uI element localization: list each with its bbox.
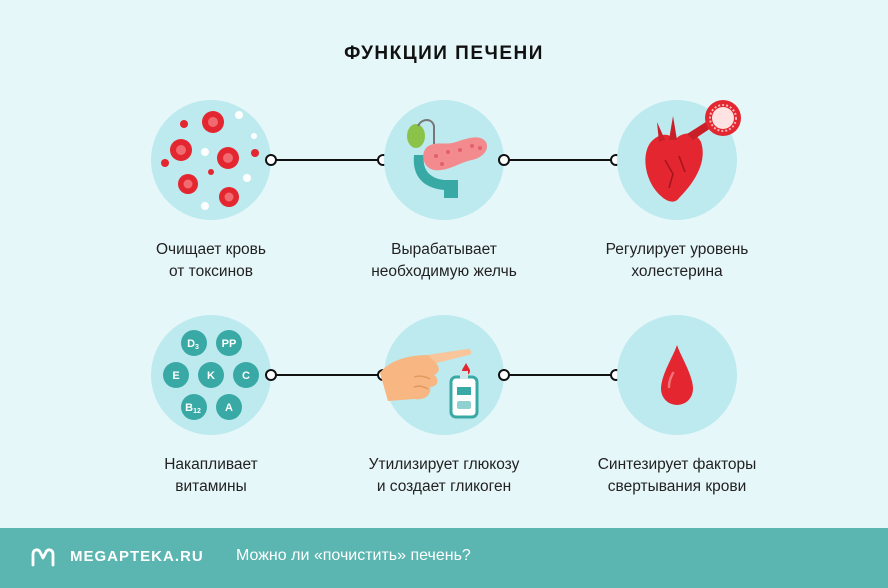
connector-3: [265, 369, 389, 381]
liver-gallbladder-circle: [384, 100, 504, 220]
glucose-meter-icon: [380, 349, 479, 419]
vitamin-d3-label: D3: [187, 338, 199, 351]
brand-name[interactable]: MEGAPTEKA.RU: [70, 548, 204, 565]
article-link[interactable]: Можно ли «почистить» печень?: [236, 547, 471, 564]
blood-cells-circle: [151, 100, 271, 220]
label-synthesizes-clotting: Синтезирует факторы свертывания крови: [597, 456, 757, 495]
label-regulates-cholesterol: Регулирует уровень холестерина: [605, 241, 749, 280]
blood-drop-icon: [661, 345, 693, 405]
label-utilizes-glucose: Утилизирует глюкозу и создает гликоген: [368, 456, 520, 495]
vitamin-c-label: C: [242, 370, 250, 382]
label-stores-vitamins: Накапливает витамины: [164, 456, 258, 495]
vitamin-a-label: A: [225, 402, 233, 414]
heart-circle: [617, 100, 741, 220]
connector-1: [265, 154, 389, 166]
vitamin-pp-label: PP: [222, 338, 237, 350]
blood-cells-icon: [161, 111, 259, 210]
megapteka-logo-icon: [31, 548, 55, 567]
vitamins-icon: D3 PP E K C B12 A: [163, 330, 259, 420]
vitamins-circle: D3 PP E K C B12 A: [151, 315, 271, 435]
page-title: ФУНКЦИИ ПЕЧЕНИ: [344, 43, 544, 64]
vitamin-b12-label: B12: [185, 402, 201, 415]
connector-4: [498, 369, 622, 381]
blood-drop-circle: [617, 315, 737, 435]
footer-bar: MEGAPTEKA.RU Можно ли «почистить» печень…: [0, 528, 888, 588]
label-cleans-blood: Очищает кровь от токсинов: [155, 241, 266, 280]
vitamin-k-label: K: [207, 370, 215, 382]
vitamin-e-label: E: [172, 370, 179, 382]
glucose-circle: [380, 315, 504, 435]
heart-icon: [645, 100, 741, 202]
connector-2: [498, 154, 622, 166]
label-produces-bile: Вырабатывает необходимую желчь: [371, 241, 517, 280]
liver-gallbladder-icon: [407, 119, 488, 198]
